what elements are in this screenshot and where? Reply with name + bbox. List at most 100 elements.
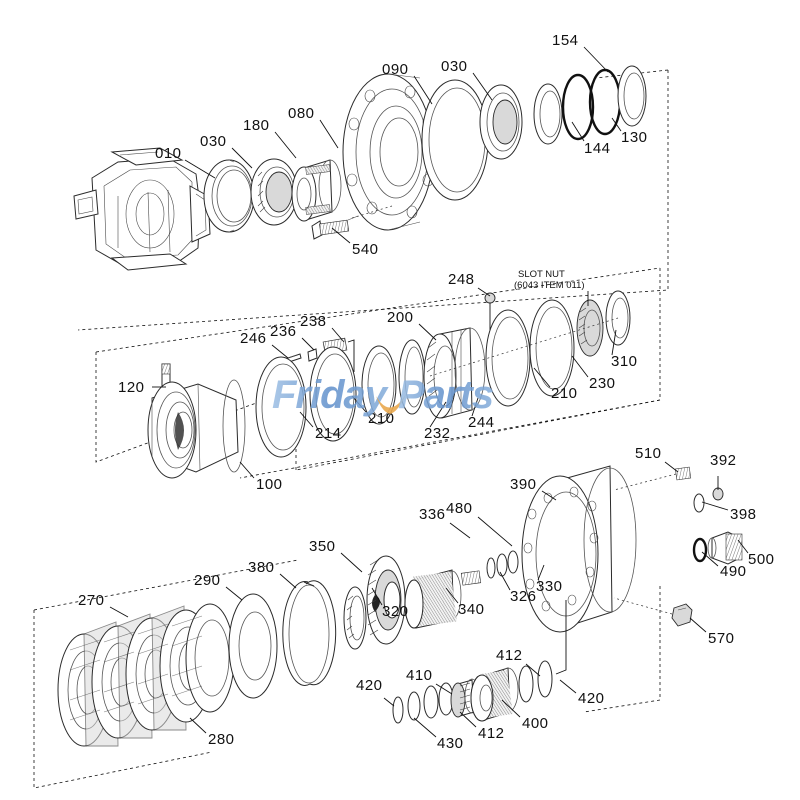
callout-leader-238 <box>331 327 345 343</box>
part-236-small-plug <box>307 348 318 362</box>
part-244-spacer-ring <box>398 339 426 415</box>
callout-leader-540 <box>331 227 351 244</box>
callout-leader-232 <box>429 401 447 428</box>
part-400-bearing-cone <box>470 667 519 722</box>
callout-leader-340 <box>445 587 459 604</box>
part-380-snap-ring <box>282 580 337 686</box>
part-080-bearing <box>291 159 342 222</box>
part-510-plug <box>613 466 692 491</box>
callout-label-c430: 430 <box>437 735 464 752</box>
part-144-backup-ring <box>533 83 563 145</box>
callout-label-c392: 392 <box>710 452 737 469</box>
watermark-text-secondary: Parts <box>398 373 493 417</box>
callout-label-c144: 144 <box>584 140 611 157</box>
callout-label-c100: 100 <box>256 476 283 493</box>
callout-leader-410 <box>435 683 453 695</box>
callout-leader-244 <box>471 397 479 417</box>
part-232-snap-ring <box>361 345 397 425</box>
callout-leader-390 <box>541 490 557 501</box>
callout-label-c290: 290 <box>194 572 221 589</box>
callout-label-c500: 500 <box>748 551 775 568</box>
callout-leader-210 <box>351 395 367 413</box>
callout-label-c210a: 210 <box>368 410 395 427</box>
callout-leader-398 <box>701 501 729 511</box>
part-130-o-ring-2 <box>588 68 622 136</box>
part-200-piston-assembly <box>423 327 486 419</box>
callout-label-c200: 200 <box>387 309 414 326</box>
callout-label-c280: 280 <box>208 731 235 748</box>
callout-label-c238: 238 <box>300 313 327 330</box>
clutch-disc-5 <box>185 603 235 713</box>
callout-leader-210 <box>533 367 551 388</box>
part-412-ring-c <box>518 665 534 703</box>
callout-label-c230: 230 <box>589 375 616 392</box>
slot-nut-note: SLOT NUT (6043 ITEM 011) <box>514 269 589 306</box>
slot-nut-note-line2: (6043 ITEM 011) <box>514 280 585 291</box>
part-340-splined-shaft <box>404 569 462 629</box>
part-180-bearing-cup <box>250 158 298 226</box>
part-010-housing <box>73 147 211 271</box>
part-030-gasket-ring <box>421 79 489 201</box>
callout-leader-130 <box>611 117 622 132</box>
watermark-swoosh-icon <box>376 394 406 414</box>
callout-leader-310 <box>611 329 617 356</box>
callout-leader-570 <box>689 617 707 633</box>
part-420-o-ring-a <box>392 696 404 724</box>
callout-label-c244: 244 <box>468 414 495 431</box>
part-326-washer-stack <box>460 550 519 586</box>
callout-label-c010: 010 <box>155 145 182 162</box>
callout-label-c412a: 412 <box>496 647 523 664</box>
callout-label-c490: 490 <box>720 563 747 580</box>
callout-label-c330: 330 <box>536 578 563 595</box>
callout-leader-500 <box>737 539 749 554</box>
part-100-brake-drum <box>147 379 246 479</box>
callout-leader-080 <box>319 119 339 149</box>
callout-label-c154: 154 <box>552 32 579 49</box>
part-430-ring <box>407 691 421 721</box>
callout-leader-230 <box>571 355 589 378</box>
callout-leader-214 <box>299 411 314 428</box>
part-390-wheel-hub <box>521 465 637 633</box>
part-154-retainer-ring <box>617 65 647 127</box>
callout-label-c400: 400 <box>522 715 549 732</box>
callout-label-c080: 080 <box>288 105 315 122</box>
callout-label-c210b: 210 <box>551 385 578 402</box>
callout-leader-lines <box>109 46 749 738</box>
callout-leader-090 <box>413 75 433 105</box>
callout-label-c030a: 030 <box>200 133 227 150</box>
callout-label-c420b: 420 <box>578 690 605 707</box>
callout-label-c120: 120 <box>118 379 145 396</box>
callout-leader-400 <box>501 699 521 718</box>
callout-label-c270: 270 <box>78 592 105 609</box>
callout-label-c540: 540 <box>352 241 379 258</box>
callout-leader-100 <box>239 461 255 479</box>
callout-leader-154 <box>583 46 609 73</box>
callout-leader-248 <box>477 287 491 297</box>
callout-label-c412b: 412 <box>478 725 505 742</box>
callout-label-c326: 326 <box>510 588 537 605</box>
part-412-ring-a <box>423 685 439 719</box>
callout-label-c310: 310 <box>611 353 638 370</box>
callout-leader-510 <box>664 461 679 473</box>
callout-leader-030 <box>231 147 253 169</box>
callout-leader-490 <box>701 551 719 567</box>
callout-leader-420 <box>559 679 577 694</box>
part-398-o-ring <box>693 493 705 513</box>
callout-leader-030 <box>472 72 493 101</box>
callout-leader-236 <box>301 337 315 351</box>
part-290-backing-plate <box>228 593 278 699</box>
callout-leader-246 <box>271 344 289 359</box>
callout-leader-326 <box>499 571 511 591</box>
callout-label-c410: 410 <box>406 667 433 684</box>
callout-label-c246: 246 <box>240 330 267 347</box>
part-090-hub-flange <box>342 73 434 231</box>
part-214-friction-disc <box>255 356 307 458</box>
callout-label-c420a: 420 <box>356 677 383 694</box>
part-570-plug <box>613 597 693 627</box>
callout-label-c390: 390 <box>510 476 537 493</box>
callout-leader-336 <box>449 522 471 539</box>
callout-label-c320: 320 <box>382 603 409 620</box>
